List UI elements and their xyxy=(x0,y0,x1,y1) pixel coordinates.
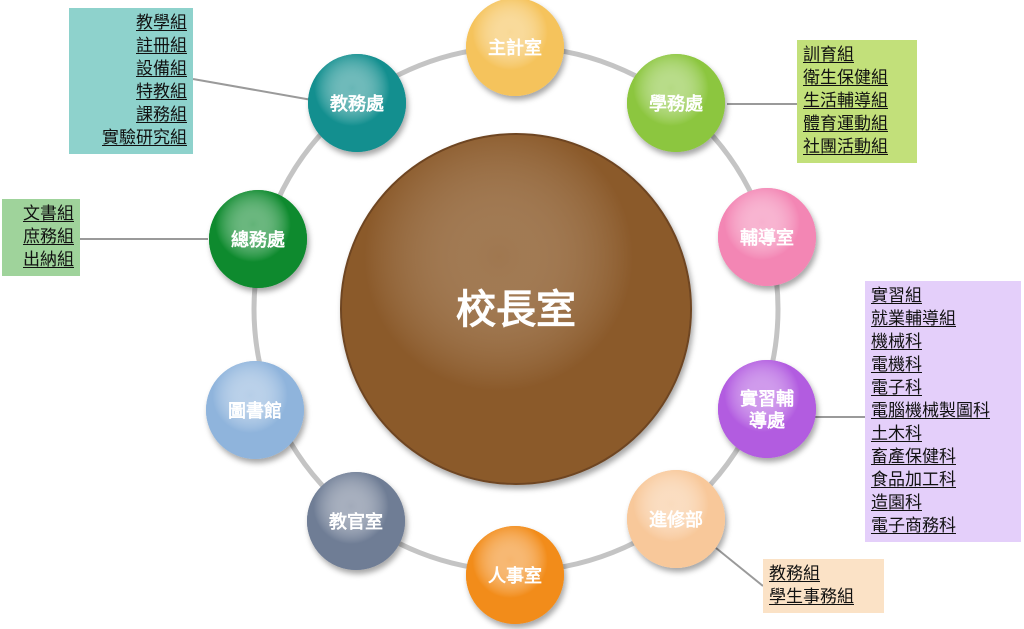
zongwu-groups-box: 文書組庶務組出納組 xyxy=(2,199,80,276)
unit-node-tushu[interactable]: 圖書館 xyxy=(206,361,304,459)
xuewu-group-item[interactable]: 體育運動組 xyxy=(803,113,911,136)
unit-node-zhuji[interactable]: 主計室 xyxy=(466,0,564,96)
zongwu-group-item[interactable]: 出納組 xyxy=(8,249,74,272)
group-item-label: 出納組 xyxy=(23,250,74,270)
group-item-label: 體育運動組 xyxy=(803,114,888,134)
group-item-label: 生活輔導組 xyxy=(803,91,888,111)
unit-node-label: 學務處 xyxy=(649,93,703,115)
jinxiu-group-item[interactable]: 學生事務組 xyxy=(769,586,878,609)
shixi-group-item[interactable]: 實習組 xyxy=(871,285,1015,308)
xuewu-group-item[interactable]: 社團活動組 xyxy=(803,136,911,159)
zongwu-group-item[interactable]: 文書組 xyxy=(8,203,74,226)
unit-node-renshi[interactable]: 人事室 xyxy=(466,526,564,624)
unit-node-label: 圖書館 xyxy=(228,400,282,422)
unit-node-label: 實習輔 xyxy=(740,388,794,410)
group-item-label: 土木科 xyxy=(871,424,922,444)
group-item-label: 課務組 xyxy=(136,105,187,125)
unit-node-label: 教官室 xyxy=(329,511,383,533)
shixi-group-item[interactable]: 畜產保健科 xyxy=(871,446,1015,469)
unit-node-label: 主計室 xyxy=(488,37,542,59)
unit-node-jinxiu[interactable]: 進修部 xyxy=(627,470,725,568)
group-item-label: 實習組 xyxy=(871,286,922,306)
unit-node-label: 總務處 xyxy=(231,229,285,251)
group-item-label: 衛生保健組 xyxy=(803,68,888,88)
shixi-group-item[interactable]: 電子科 xyxy=(871,377,1015,400)
shixi-group-item[interactable]: 電機科 xyxy=(871,354,1015,377)
jinxiu-connector-line xyxy=(715,547,764,587)
unit-node-fudao[interactable]: 輔導室 xyxy=(718,188,816,286)
group-item-label: 文書組 xyxy=(23,204,74,224)
group-item-label: 註冊組 xyxy=(136,36,187,56)
xuewu-group-item[interactable]: 衛生保健組 xyxy=(803,67,911,90)
jiaowu-group-item[interactable]: 課務組 xyxy=(75,104,187,127)
unit-node-jiaowu[interactable]: 教務處 xyxy=(308,54,406,152)
group-item-label: 造園科 xyxy=(871,493,922,513)
group-item-label: 特教組 xyxy=(136,82,187,102)
unit-node-jiaoguan[interactable]: 教官室 xyxy=(307,472,405,570)
shixi-group-item[interactable]: 機械科 xyxy=(871,331,1015,354)
unit-node-label: 導處 xyxy=(749,410,785,432)
jiaowu-groups-box: 教學組註冊組設備組特教組課務組實驗研究組 xyxy=(69,8,193,154)
zongwu-group-item[interactable]: 庶務組 xyxy=(8,226,74,249)
jiaowu-connector-line xyxy=(192,78,313,101)
xuewu-group-item[interactable]: 訓育組 xyxy=(803,44,911,67)
unit-node-label: 教務處 xyxy=(330,93,384,115)
group-item-label: 機械科 xyxy=(871,332,922,352)
group-item-label: 實驗研究組 xyxy=(102,128,187,148)
shixi-group-item[interactable]: 電子商務科 xyxy=(871,515,1015,538)
group-item-label: 教務組 xyxy=(769,564,820,584)
jiaowu-group-item[interactable]: 設備組 xyxy=(75,58,187,81)
shixi-group-item[interactable]: 造園科 xyxy=(871,492,1015,515)
group-item-label: 電子科 xyxy=(871,378,922,398)
jiaowu-group-item[interactable]: 實驗研究組 xyxy=(75,127,187,150)
group-item-label: 訓育組 xyxy=(803,45,854,65)
group-item-label: 電機科 xyxy=(871,355,922,375)
shixi-group-item[interactable]: 就業輔導組 xyxy=(871,308,1015,331)
group-item-label: 畜產保健科 xyxy=(871,447,956,467)
unit-node-label: 輔導室 xyxy=(740,227,794,249)
group-item-label: 電子商務科 xyxy=(871,516,956,536)
shixi-group-item[interactable]: 電腦機械製圖科 xyxy=(871,400,1015,423)
group-item-label: 庶務組 xyxy=(23,227,74,247)
group-item-label: 社團活動組 xyxy=(803,137,888,157)
group-item-label: 教學組 xyxy=(136,13,187,33)
group-item-label: 食品加工科 xyxy=(871,470,956,490)
shixi-groups-box: 實習組就業輔導組機械科電機科電子科電腦機械製圖科土木科畜產保健科食品加工科造園科… xyxy=(865,281,1021,542)
unit-node-label: 進修部 xyxy=(649,509,703,531)
group-item-label: 就業輔導組 xyxy=(871,309,956,329)
shixi-group-item[interactable]: 食品加工科 xyxy=(871,469,1015,492)
unit-node-zongwu[interactable]: 總務處 xyxy=(209,190,307,288)
center-node-label: 校長室 xyxy=(456,287,576,333)
center-node[interactable]: 校長室 xyxy=(340,133,692,485)
jiaowu-group-item[interactable]: 教學組 xyxy=(75,12,187,35)
group-item-label: 設備組 xyxy=(136,59,187,79)
jinxiu-groups-box: 教務組學生事務組 xyxy=(763,559,884,613)
jiaowu-group-item[interactable]: 註冊組 xyxy=(75,35,187,58)
group-item-label: 學生事務組 xyxy=(769,587,854,607)
unit-node-label: 人事室 xyxy=(488,565,542,587)
xuewu-group-item[interactable]: 生活輔導組 xyxy=(803,90,911,113)
xuewu-groups-box: 訓育組衛生保健組生活輔導組體育運動組社團活動組 xyxy=(797,40,917,163)
group-item-label: 電腦機械製圖科 xyxy=(871,401,990,421)
unit-node-xuewu[interactable]: 學務處 xyxy=(627,54,725,152)
jiaowu-group-item[interactable]: 特教組 xyxy=(75,81,187,104)
jinxiu-group-item[interactable]: 教務組 xyxy=(769,563,878,586)
shixi-group-item[interactable]: 土木科 xyxy=(871,423,1015,446)
